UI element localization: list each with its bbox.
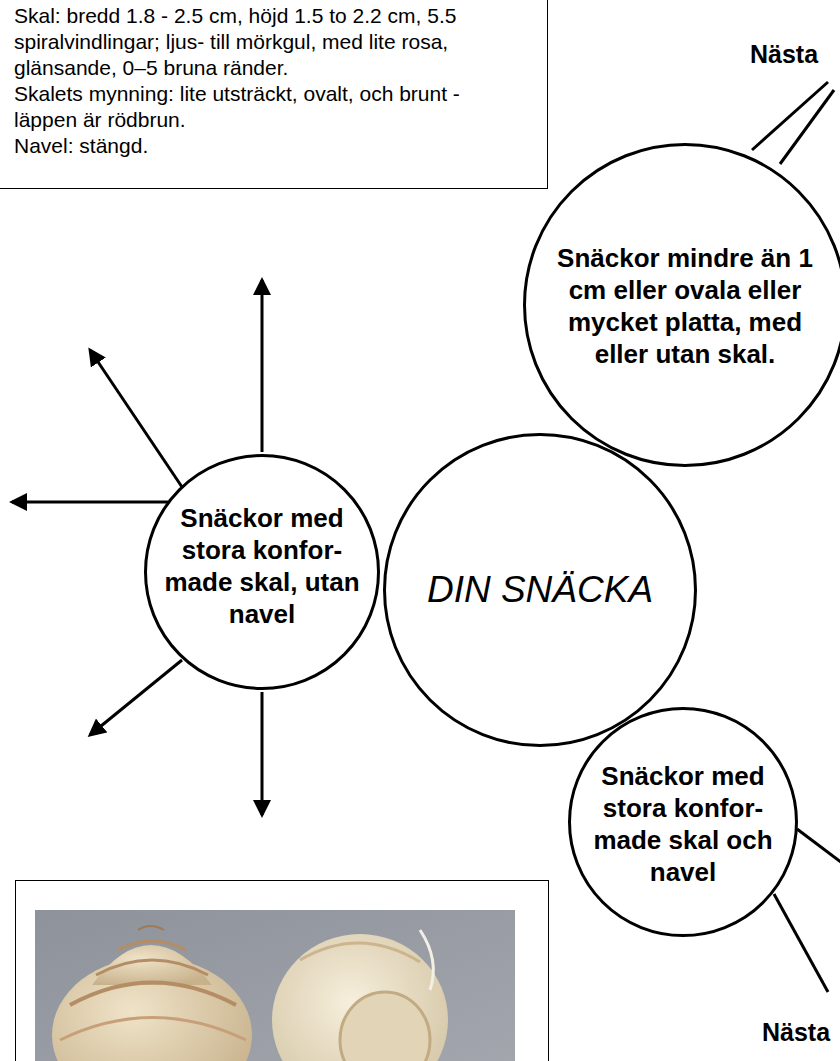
circle-shape [146,456,379,689]
next-label: Nästa [750,40,818,69]
description-box: Skal: bredd 1.8 - 2.5 cm, höjd 1.5 to 2.… [0,0,548,189]
branch-line [774,894,828,992]
branch-arrow [261,280,264,452]
circle-text: Snäckor med stora konfor- made skal och … [576,760,791,888]
branch-arrow [90,350,182,487]
circle-text-wrap: Snäckor med stora konfor- made skal och … [576,760,791,888]
branch-line [797,829,840,863]
circle-text-wrap: Snäckor med stora konfor- made skal, uta… [155,502,370,630]
circle-shape [570,709,797,936]
circle-text: Snäckor med stora konfor- made skal, uta… [155,502,370,630]
category-circle: Snäckor mindre än 1 cm eller ovala eller… [523,143,840,467]
description-text: Navel: stängd. [14,133,520,159]
branch-arrow [90,660,182,735]
category-circle: Snäckor med stora konfor- made skal, uta… [144,454,380,690]
circle-shape [525,145,840,466]
circle-text-wrap: DIN SNÄCKA [400,568,680,612]
circle-text: Snäckor mindre än 1 cm eller ovala eller… [550,242,820,370]
category-circle: Snäckor med stora konfor- made skal och … [568,707,798,937]
circle-shape [385,435,696,746]
branch-line [780,90,834,164]
description-text: Skal: bredd 1.8 - 2.5 cm, höjd 1.5 to 2.… [14,3,520,81]
snail-shell-aperture [272,930,448,1061]
next-label: Nästa [762,1018,830,1047]
category-circle: DIN SNÄCKA [383,433,697,747]
branch-arrow [261,692,264,815]
circle-text-wrap: Snäckor mindre än 1 cm eller ovala eller… [550,242,820,370]
circle-text: DIN SNÄCKA [400,568,680,612]
snail-shell-side [52,926,252,1061]
description-text: Skalets mynning: lite utsträckt, ovalt, … [14,81,520,133]
branch-arrow [12,501,168,504]
